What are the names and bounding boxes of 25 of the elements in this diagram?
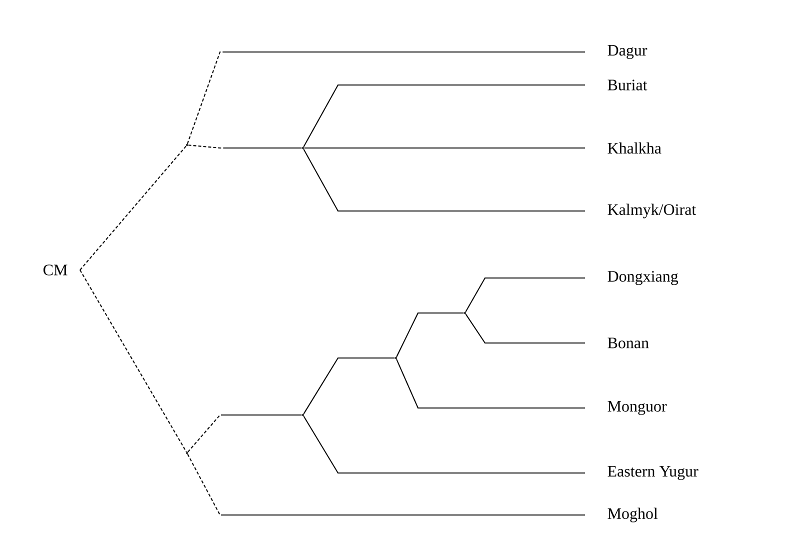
- tree-branch: [465, 277, 585, 312]
- leaf-label: Kalmyk/Oirat: [608, 204, 696, 218]
- tree-branch: [396, 312, 464, 358]
- tree-branch: [80, 270, 187, 452]
- leaf-label: Moghol: [608, 508, 658, 522]
- tree-branch: [465, 314, 585, 344]
- tree-branch: [187, 454, 585, 516]
- tree-branch: [303, 357, 395, 414]
- leaf-label: Khalkha: [608, 142, 662, 154]
- root-label: CM: [43, 264, 68, 276]
- tree-branch: [80, 146, 187, 270]
- leaf-label: Bonan: [608, 338, 649, 348]
- tree-branch: [303, 84, 585, 148]
- leaf-label: Eastern Yugur: [608, 466, 698, 480]
- leaf-label: Monguor: [608, 401, 667, 415]
- tree-branch: [396, 358, 585, 409]
- tree-branch: [304, 147, 585, 149]
- tree-branch: [186, 51, 585, 144]
- tree-branch: [188, 144, 302, 149]
- leaf-label: Buriat: [608, 80, 648, 90]
- tree-branch: [187, 414, 302, 452]
- leaf-label: Dongxiang: [608, 270, 678, 286]
- tree-branch: [303, 416, 585, 474]
- tree-branch: [303, 148, 585, 212]
- leaf-label: Dagur: [608, 45, 648, 59]
